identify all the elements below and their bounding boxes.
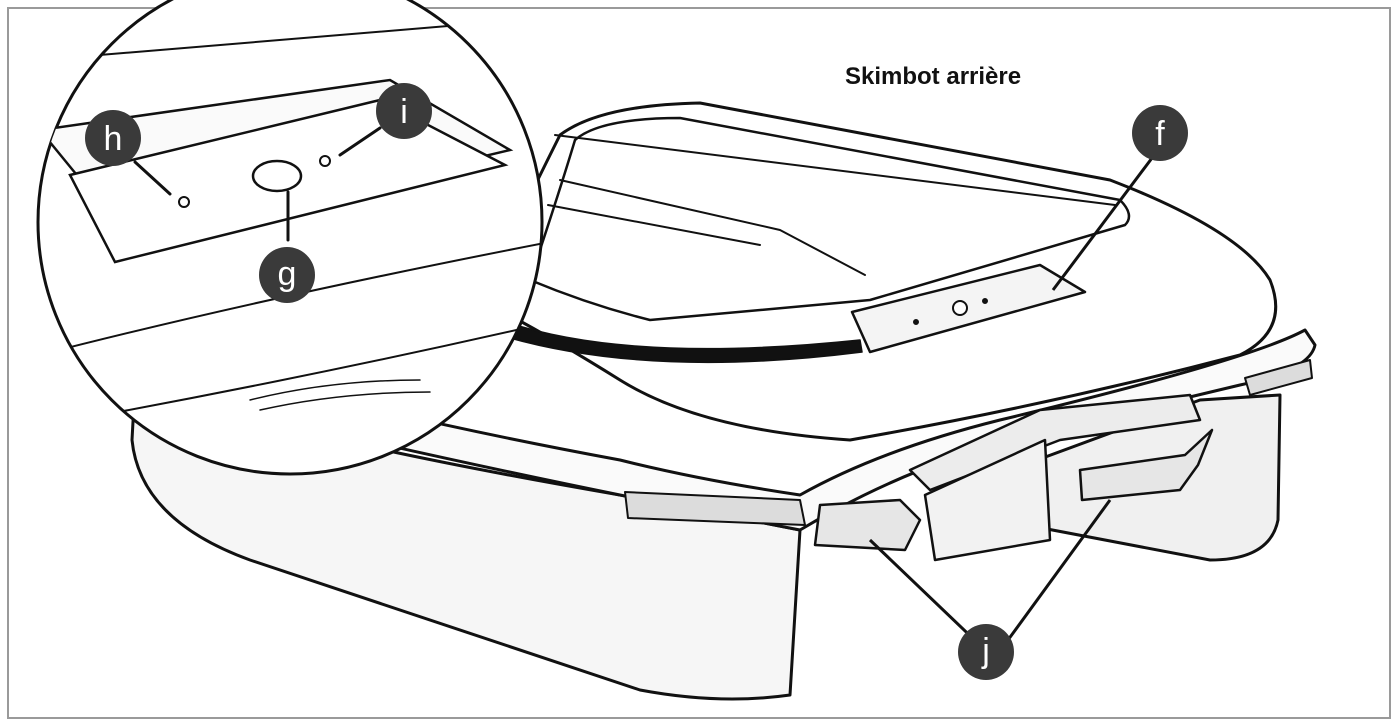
callout-f: f [1132,105,1188,161]
leader-j-right [1006,499,1112,641]
callout-g-label: g [278,255,297,293]
zoom-inset [36,0,544,476]
leader-j-left [868,538,987,652]
figure-title: Skimbot arrière [845,63,1021,90]
callout-f-badge [1132,105,1188,161]
callout-g: g [259,247,315,303]
callout-i-label: i [400,93,408,131]
callout-h-label: h [104,120,123,158]
callout-f-label: f [1155,115,1165,153]
callout-j-label: j [981,632,990,670]
callout-h-badge [85,110,141,166]
leader-f [1051,149,1160,291]
flap-right [1078,428,1214,502]
callout-i-badge [376,83,432,139]
deck-groove [489,317,863,364]
callout-g-badge [259,247,315,303]
figure-frame [7,7,1391,719]
callout-i: i [376,83,432,139]
center-block [923,438,1052,562]
brush-housing [908,393,1202,492]
leader-lines [868,149,1160,652]
callout-h: h [85,110,141,166]
control-panel [850,263,1087,354]
callout-j-badge [958,624,1014,680]
flap-left [813,498,922,552]
lid [528,116,1131,322]
callout-j: j [958,624,1014,680]
